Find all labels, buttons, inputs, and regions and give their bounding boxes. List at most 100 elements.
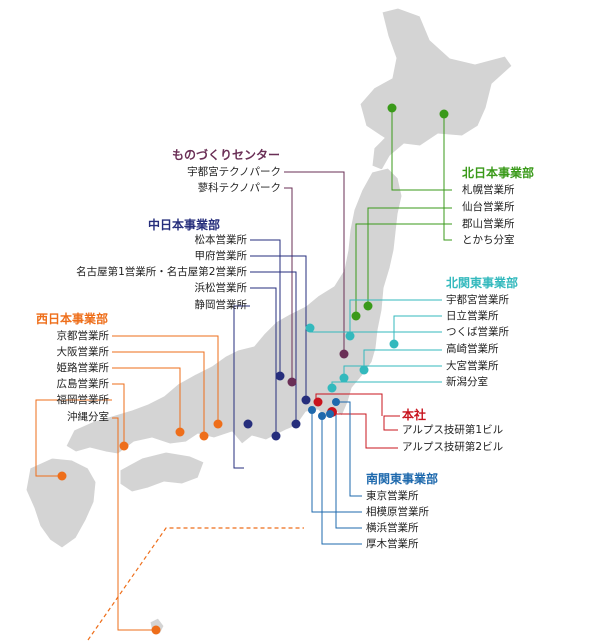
atsugi-label: 厚木営業所	[366, 538, 419, 550]
fukuoka-label: 福岡営業所	[56, 394, 110, 406]
central-japan-title: 中日本事業部	[148, 218, 221, 232]
line-hiroshima	[112, 383, 125, 446]
dot-tokyo	[332, 398, 340, 406]
hitachi-label: 日立営業所	[446, 310, 499, 322]
utsunomiya-technopark-label: 宇都宮テクノパーク	[187, 166, 281, 178]
line-kofu	[250, 255, 307, 400]
dot-tateshina-technopark	[287, 377, 297, 387]
dot-hitachi	[389, 339, 399, 349]
headquarters-title: 本社	[402, 408, 427, 422]
dot-yokohama	[326, 410, 334, 418]
dot-okinawa	[151, 625, 161, 635]
line-utsunomiya-technopark	[284, 171, 345, 354]
koriyama-label: 郡山営業所	[462, 218, 515, 230]
himeji-label: 姫路営業所	[56, 362, 110, 374]
dot-hiroshima	[119, 441, 129, 451]
line-shizuoka	[233, 305, 250, 469]
tateshina-technopark-label: 蓼科テクノパーク	[197, 182, 281, 194]
line-hq2	[334, 413, 398, 449]
omiya-label: 大宮営業所	[446, 360, 499, 372]
okinawa-label: 沖縄分室	[67, 411, 109, 423]
utsunomiya-label: 宇都宮営業所	[446, 294, 509, 306]
dot-niigata	[327, 383, 337, 393]
dot-omiya	[339, 373, 349, 383]
line-kyoto	[112, 335, 219, 424]
hamamatsu-label: 浜松営業所	[194, 282, 248, 294]
dot-kyoto	[213, 419, 223, 429]
dot-osaka	[199, 431, 209, 441]
tokyo-label: 東京営業所	[366, 490, 419, 502]
line-hq1	[383, 415, 400, 431]
sapporo-label: 札幌営業所	[462, 184, 515, 196]
line-hq-frame	[315, 393, 383, 416]
south-kanto-title: 南関東事業部	[366, 472, 439, 486]
dot-sapporo	[387, 103, 397, 113]
dot-tokachi	[439, 109, 449, 119]
line-fukuoka	[35, 399, 112, 477]
dot-utsunomiya-technopark	[339, 349, 349, 359]
yokohama-label: 横浜営業所	[366, 522, 419, 534]
hq-building1-label: アルプス技研第1ビル	[402, 424, 504, 436]
hokkaido-island	[359, 7, 513, 171]
hq-building2-label: アルプス技研第2ビル	[402, 441, 504, 453]
line-hamamatsu	[250, 287, 277, 436]
line-sapporo	[391, 108, 452, 191]
dot-himeji	[175, 427, 185, 437]
line-himeji	[112, 367, 181, 432]
line-atsugi	[321, 416, 362, 545]
dot-hamamatsu	[271, 431, 281, 441]
shikoku-island	[119, 451, 205, 493]
line-koriyama	[355, 223, 452, 316]
dot-hq1	[313, 397, 323, 407]
kofu-label: 甲府営業所	[194, 250, 248, 262]
nagoya-label: 名古屋第1営業所・名古屋第2営業所	[76, 266, 247, 278]
line-hitachi	[393, 315, 442, 344]
tokachi-label: とかち分室	[462, 234, 515, 246]
shizuoka-label: 静岡営業所	[194, 299, 248, 311]
dot-nagoya	[291, 419, 301, 429]
dot-tsukuba	[305, 323, 315, 333]
north-kanto-title: 北関東事業部	[446, 276, 519, 290]
honshu-island	[65, 167, 403, 455]
office-dots	[57, 103, 449, 635]
line-osaka	[112, 351, 205, 436]
dot-kofu	[301, 395, 311, 405]
dot-atsugi	[318, 412, 326, 420]
sagamihara-label: 相模原営業所	[366, 506, 429, 518]
mono-center-title: ものづくりセンター	[172, 148, 281, 162]
dot-takasaki	[359, 365, 369, 375]
line-utsunomiya	[349, 299, 442, 334]
dot-shizuoka	[243, 419, 253, 429]
line-takasaki	[363, 349, 442, 368]
dot-koriyama	[351, 311, 361, 321]
line-yokohama	[330, 411, 362, 529]
line-tateshina-technopark	[284, 187, 293, 382]
line-nagoya	[250, 271, 297, 424]
osaka-label: 大阪営業所	[56, 346, 110, 358]
north-japan-title: 北日本事業部	[462, 166, 535, 180]
line-matsumoto	[250, 239, 281, 376]
line-sagamihara	[311, 410, 362, 513]
line-okinawa	[112, 417, 156, 631]
tsukuba-label: つくば営業所	[446, 326, 509, 338]
matsumoto-label: 松本営業所	[194, 234, 248, 246]
west-japan-title: 西日本事業部	[36, 312, 109, 326]
okinawa-inset-border	[87, 527, 304, 641]
dot-utsunomiya	[345, 331, 355, 341]
dot-sagamihara	[308, 406, 316, 414]
takasaki-label: 高崎営業所	[446, 343, 499, 355]
line-sendai	[367, 207, 452, 306]
dot-fukuoka	[57, 471, 67, 481]
japan-landmass	[25, 7, 513, 635]
dot-sendai	[363, 301, 373, 311]
niigata-label: 新潟分室	[446, 376, 488, 388]
sendai-label: 仙台営業所	[462, 201, 515, 213]
line-tokachi	[443, 114, 452, 241]
kyoto-label: 京都営業所	[56, 330, 110, 342]
line-tokyo	[336, 401, 362, 497]
hiroshima-label: 広島営業所	[56, 378, 110, 390]
dot-matsumoto	[275, 371, 285, 381]
kyushu-island	[25, 457, 97, 549]
